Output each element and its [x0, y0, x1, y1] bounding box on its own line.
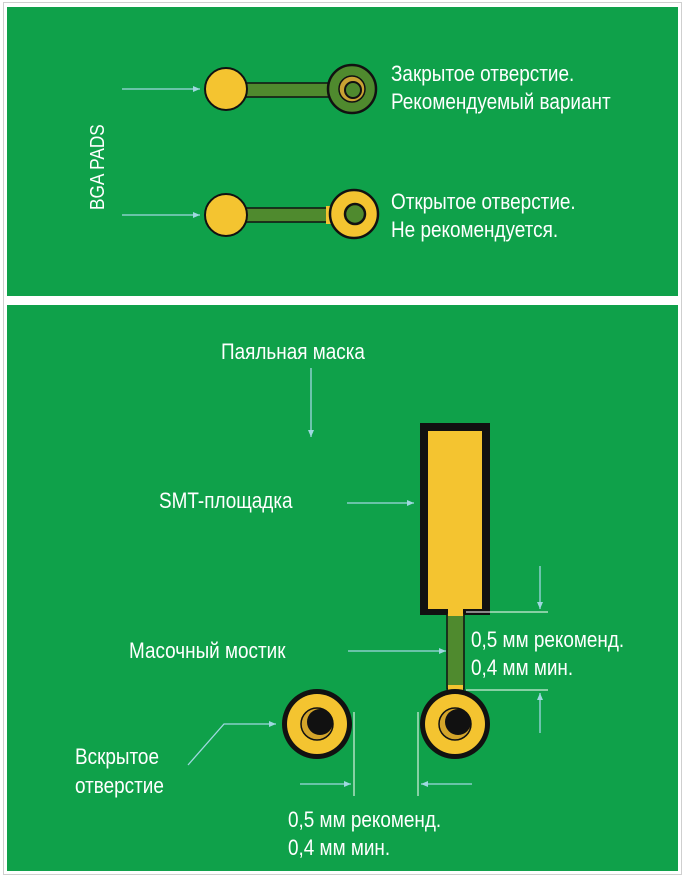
smt-pad-label: SMT-площадка — [159, 488, 293, 513]
opened-via-left — [282, 689, 352, 759]
smt-pad-panel — [7, 305, 678, 871]
opened-via-leader — [187, 721, 276, 766]
opened-via-label-line1: Вскрытое — [75, 744, 159, 769]
bridge-spec-line1: 0,5 мм рекоменд. — [471, 627, 625, 652]
closed-via-assembly — [204, 63, 378, 115]
closed-via-hole — [344, 81, 362, 99]
connected-via-right — [420, 689, 490, 759]
solder-mask-label: Паяльная маска — [221, 339, 365, 364]
connected-via-hole — [445, 709, 471, 735]
open-via-caption-line2: Не рекомендуется. — [391, 217, 559, 242]
open-via-assembly — [204, 188, 380, 240]
bridge-spec-line2: 0,4 мм мин. — [471, 655, 574, 680]
mask-bridge-label: Масочный мостик — [129, 638, 286, 663]
open-via-caption-line1: Открытое отверстие. — [391, 189, 576, 214]
closed-via-trace — [235, 82, 341, 98]
spacing-spec-line1: 0,5 мм рекоменд. — [288, 807, 442, 832]
mask-bridge — [446, 612, 465, 690]
open-via-hole — [343, 202, 367, 226]
bga-pads-panel — [7, 7, 678, 296]
bga-pads-label: BGA PADS — [87, 124, 109, 210]
spacing-spec-line2: 0,4 мм мин. — [288, 835, 391, 860]
bridge-top-neck — [448, 608, 463, 616]
closed-via-caption-line1: Закрытое отверстие. — [391, 61, 575, 86]
bga-pad-lower — [204, 193, 248, 237]
bridge-bottom-neck — [448, 685, 463, 693]
opened-via-label-line2: отверстие — [75, 773, 164, 798]
opened-via-left-hole — [307, 709, 333, 735]
open-via-trace — [235, 207, 341, 223]
smt-pad — [428, 431, 482, 609]
bga-pad-upper — [204, 67, 248, 111]
closed-via-caption-line2: Рекомендуемый вариант — [391, 89, 611, 114]
